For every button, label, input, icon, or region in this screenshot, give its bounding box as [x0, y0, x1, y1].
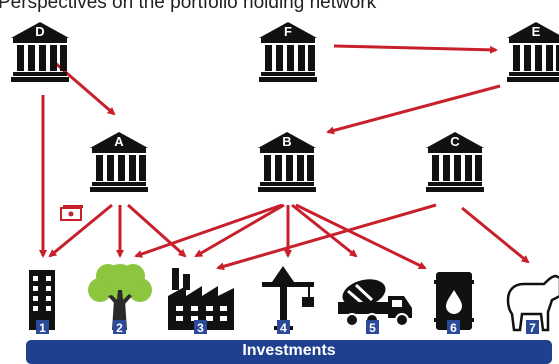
investment-badges: 1 2 3 4 5 6 7 — [36, 320, 539, 335]
bank-e: E — [507, 22, 559, 82]
cow-icon — [506, 274, 559, 332]
bank-d: D — [11, 22, 69, 82]
arrow-b-to-3 — [194, 203, 285, 258]
bank-a: A — [90, 132, 148, 192]
bank-f-label: F — [284, 24, 292, 39]
badge-4: 4 — [277, 320, 290, 335]
bank-a-label: A — [114, 134, 124, 149]
factory-icon — [168, 268, 234, 330]
diagram-title: Perspectives on the portfolio holding ne… — [0, 0, 377, 13]
arrow-c-to-3 — [216, 203, 437, 271]
bank-e-label: E — [532, 24, 541, 39]
investments-banner: Investments — [26, 340, 552, 364]
arrow-e-to-b — [326, 84, 501, 135]
arrow-b-to-6 — [295, 203, 427, 270]
svg-text:6: 6 — [450, 321, 457, 335]
tree-icon — [88, 264, 152, 330]
bank-f: F — [259, 22, 317, 82]
bank-b: B — [258, 132, 316, 192]
svg-text:5: 5 — [369, 321, 376, 335]
arrow-a-to-3 — [126, 203, 187, 258]
bank-c: C — [426, 132, 484, 192]
svg-text:1: 1 — [39, 321, 46, 335]
arrow-a-to-1 — [48, 203, 113, 258]
badge-6: 6 — [447, 320, 460, 335]
svg-text:2: 2 — [116, 321, 123, 335]
badge-1: 1 — [36, 320, 49, 335]
cement-truck-icon — [338, 279, 412, 327]
badge-2: 2 — [113, 320, 126, 335]
badge-3: 3 — [194, 320, 207, 335]
svg-text:4: 4 — [280, 321, 287, 335]
arrow-c-to-7 — [461, 206, 530, 264]
bank-b-label: B — [282, 134, 291, 149]
arrows — [39, 44, 530, 271]
bank-d-label: D — [35, 24, 44, 39]
arrow-b-to-2 — [134, 203, 283, 258]
svg-text:3: 3 — [197, 321, 204, 335]
svg-text:7: 7 — [529, 321, 536, 335]
banknote-icon — [60, 205, 83, 221]
bank-c-label: C — [450, 134, 460, 149]
badge-5: 5 — [366, 320, 379, 335]
arrow-f-to-e — [333, 44, 498, 54]
badge-7: 7 — [526, 320, 539, 335]
arrow-b-to-5 — [291, 203, 358, 258]
